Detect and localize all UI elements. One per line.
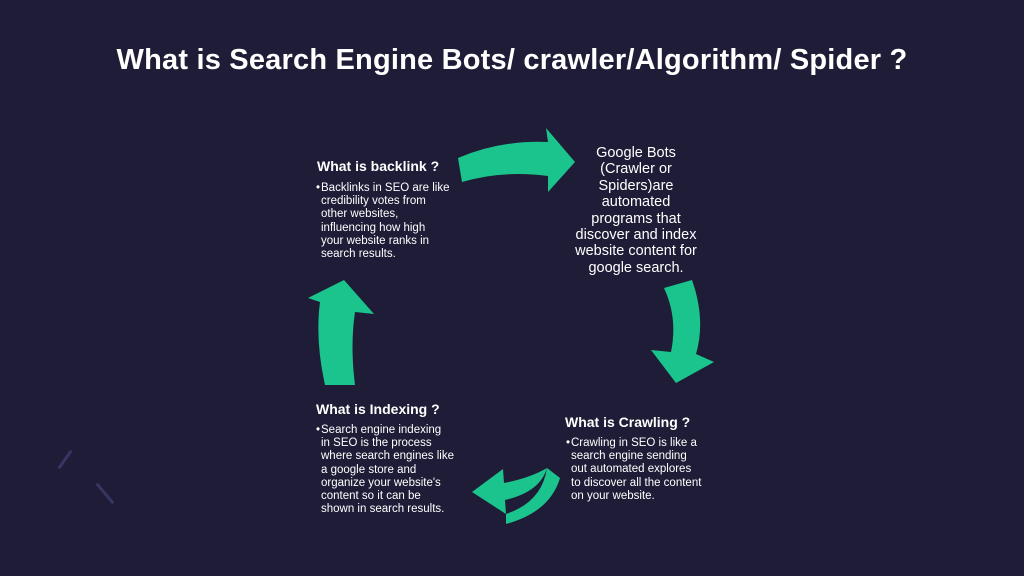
crawling-line: on your website. xyxy=(571,489,655,502)
indexing-line: content so it can be xyxy=(321,490,421,503)
curved-arrow-up-icon xyxy=(308,280,374,385)
indexing-line: shown in search results. xyxy=(321,503,445,516)
indexing-body: • Search engine indexing in SEO is the p… xyxy=(316,424,496,516)
indexing-heading: What is Indexing ? xyxy=(316,401,440,417)
backlink-line: search results. xyxy=(321,248,396,261)
curved-arrow-right-icon xyxy=(458,128,575,192)
indexing-line: in SEO is the process xyxy=(321,437,432,450)
curved-arrow-left-icon xyxy=(472,468,560,524)
bullet-icon: • xyxy=(566,437,571,449)
google-bots-line: Spiders)are xyxy=(598,177,674,194)
backlink-body: • Backlinks in SEO are like credibility … xyxy=(316,182,491,261)
curved-arrow-down-icon xyxy=(651,280,714,383)
crawling-body: • Crawling in SEO is like a search engin… xyxy=(566,437,746,503)
indexing-line: Search engine indexing xyxy=(321,424,442,436)
bullet-icon: • xyxy=(316,182,321,194)
google-bots-line: Google Bots xyxy=(596,145,676,161)
cycle-arrows xyxy=(308,128,714,524)
backlink-line: Backlinks in SEO are like xyxy=(321,182,450,194)
google-bots-line: google search. xyxy=(588,259,684,276)
backlink-line: other websites, xyxy=(321,208,399,221)
google-bots-line: (Crawler or xyxy=(600,161,672,178)
crawling-heading: What is Crawling ? xyxy=(565,414,691,430)
crawling-line: search engine sending xyxy=(571,450,687,463)
crawling-line: out automated explores xyxy=(571,463,692,476)
backlink-line: credibility votes from xyxy=(321,195,426,208)
crawling-line: Crawling in SEO is like a xyxy=(571,437,697,449)
backlink-heading: What is backlink ? xyxy=(317,158,440,174)
google-bots-line: website content for xyxy=(575,243,697,260)
node-google-bots: Google Bots (Crawler or Spiders)are auto… xyxy=(560,145,712,276)
crawling-line: to discover all the content xyxy=(571,476,702,489)
google-bots-line: discover and index xyxy=(575,227,697,244)
backlink-line: your website ranks in xyxy=(321,234,430,247)
google-bots-line: automated xyxy=(601,194,671,211)
indexing-line: organize your website's xyxy=(321,476,441,489)
slide-title: What is Search Engine Bots/ crawler/Algo… xyxy=(116,44,908,76)
backlink-line: influencing how high xyxy=(321,221,426,234)
indexing-line: where search engines like xyxy=(321,450,454,463)
bullet-icon: • xyxy=(316,424,321,436)
google-bots-line: programs that xyxy=(591,210,681,227)
indexing-line: a google store and xyxy=(321,463,417,476)
